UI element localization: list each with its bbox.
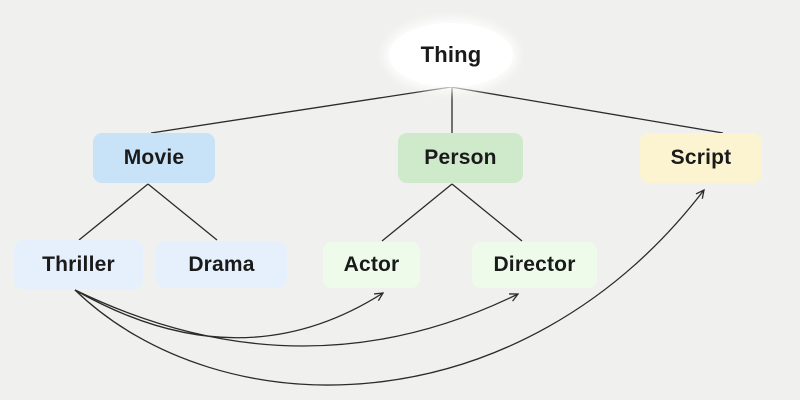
edge-person-director (451, 183, 523, 242)
edge-thriller-director (74, 289, 520, 347)
edge-thing-movie (150, 86, 452, 134)
node-director-label: Director (493, 253, 576, 276)
node-thriller-label: Thriller (42, 252, 115, 276)
edge-movie-thriller (78, 183, 149, 241)
node-actor-label: Actor (343, 253, 400, 276)
edge-thriller-script (74, 188, 705, 386)
edge-thriller-actor (74, 289, 385, 339)
edge-person-actor (381, 183, 453, 242)
node-person-label: Person (424, 146, 497, 169)
edge-thing-script (450, 86, 724, 134)
node-thing: Thing (389, 23, 513, 87)
node-script: Script (640, 133, 762, 183)
node-drama: Drama (156, 241, 287, 288)
node-script-label: Script (670, 146, 732, 169)
node-director: Director (472, 242, 597, 288)
node-actor: Actor (323, 242, 420, 288)
node-thing-label: Thing (420, 42, 482, 67)
node-person: Person (398, 133, 523, 183)
edge-movie-drama (147, 183, 218, 241)
node-thriller: Thriller (14, 240, 143, 289)
node-movie-label: Movie (123, 146, 185, 169)
node-movie: Movie (93, 133, 215, 183)
node-drama-label: Drama (188, 252, 255, 276)
